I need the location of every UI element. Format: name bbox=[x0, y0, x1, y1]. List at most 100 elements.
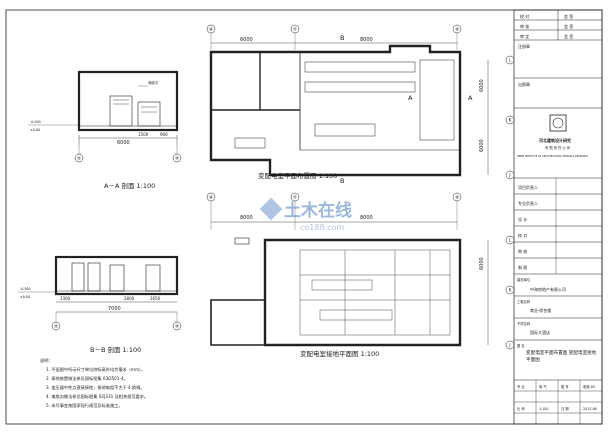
tb-subproject: 国际大酒店 bbox=[530, 329, 550, 335]
tb-foot-8: 2013.06 bbox=[583, 407, 597, 411]
svg-text:⑭: ⑭ bbox=[175, 323, 180, 330]
institute-logo-icon bbox=[549, 114, 567, 132]
section-bb-dim-2: 7000 bbox=[108, 306, 121, 312]
plan-top-axis-2: ⑰ bbox=[293, 26, 298, 33]
plan-bottom-dim-1: 8000 bbox=[240, 215, 253, 221]
plan-top: ⑯ ⑰ ⑱ 6000 8000 L K J 6000 6000 B B bbox=[206, 24, 515, 185]
section-bb-dim-3: 2800 bbox=[124, 296, 135, 301]
tb-institute-suffix: 有 限 责 任 公 司 bbox=[545, 145, 570, 150]
section-aa-tag-level2: ±0.00 bbox=[30, 128, 40, 132]
svg-text:⑭: ⑭ bbox=[175, 155, 180, 162]
plan-bottom-annex bbox=[210, 299, 266, 346]
tb-foot-5: 比 例 bbox=[517, 406, 525, 411]
tb-row1-a: 校 对 bbox=[520, 13, 529, 19]
tb-row2-a: 审 核 bbox=[520, 23, 529, 29]
section-aa-transformer bbox=[137, 101, 161, 127]
tb-subproject-label: 子项名称 bbox=[517, 321, 531, 326]
plan-bottom-axis-5: K bbox=[509, 288, 512, 293]
tb-field-5: 审 核 bbox=[518, 248, 527, 254]
section-aa-tag-level1: -0.500 bbox=[30, 120, 41, 124]
plan-bottom-dim-3: 6000 bbox=[479, 257, 485, 270]
tb-foot-6: 1:100 bbox=[539, 407, 549, 411]
tb-project-label: 工程名称 bbox=[517, 299, 531, 304]
plan-top-title: 变配电室平面布置图 1:100 bbox=[258, 171, 337, 180]
tb-field-1: 项目负责人 bbox=[518, 184, 538, 190]
plan-top-dim-2: 8000 bbox=[360, 37, 373, 43]
tb-field-3: 设 计 bbox=[518, 216, 527, 222]
watermark-sub: co188.com bbox=[300, 223, 344, 232]
tb-field-4: 校 对 bbox=[518, 232, 527, 238]
tb-seal-label: 出图章 bbox=[518, 81, 530, 87]
tb-owner-label: 建设单位 bbox=[517, 277, 531, 282]
tb-drawing-title: 变配电室平面布置图 变配电室接地平面图 bbox=[526, 351, 597, 363]
tb-row1-b: 会 签 bbox=[564, 13, 573, 19]
tb-foot-7: 日 期 bbox=[561, 406, 569, 411]
plan-top-walls bbox=[209, 44, 462, 177]
section-aa-dim-width: 6000 bbox=[117, 140, 130, 146]
plan-bottom-axis-2: ⑰ bbox=[293, 194, 298, 201]
plan-top-switchgear-row-3 bbox=[314, 123, 376, 137]
tb-project: 商业·综合楼 bbox=[530, 307, 551, 313]
plan-top-switchgear-row-1 bbox=[304, 61, 416, 73]
plan-top-switchgear-row-4 bbox=[234, 137, 266, 149]
tb-institute-en: HEBEI INSTITUTE OF ARCHITECTURAL DESIGN … bbox=[517, 155, 588, 158]
note-line-4: 4. 电缆沟做法参见国标图集 02J331 及相关规范要求。 bbox=[46, 393, 148, 400]
plan-bottom-axis-3: ⑱ bbox=[455, 194, 460, 201]
plan-top-switchgear-row-2 bbox=[304, 81, 416, 93]
plan-top-cut-4: A bbox=[468, 94, 473, 102]
section-bb-tag-2: ±0.00 bbox=[20, 295, 30, 299]
note-line-1: 1. 平面图中所示尺寸单位除标高外均为毫米（mm）。 bbox=[46, 366, 145, 373]
svg-text:⑬: ⑬ bbox=[77, 155, 82, 162]
tb-foot-1: 专 业 bbox=[517, 384, 525, 389]
section-aa-tag-cable: 电缆沟 bbox=[148, 80, 159, 85]
section-aa-switchgear bbox=[109, 95, 133, 127]
section-bb-title: B－B 剖面 1:100 bbox=[90, 345, 141, 354]
tb-foot-3: 图 号 bbox=[561, 384, 569, 389]
section-aa: 电缆沟 -0.500 ±0.00 6000 1500 900 ⑬ ⑭ A－A 剖… bbox=[28, 70, 182, 190]
plan-bottom-axis-4: L bbox=[509, 238, 512, 243]
tb-institute-name: 河北建筑设计研究 bbox=[539, 137, 571, 143]
tb-field-6: 制 图 bbox=[518, 264, 527, 270]
plan-top-dim-3: 6000 bbox=[479, 79, 485, 92]
section-aa-walls bbox=[77, 70, 179, 132]
section-bb: -0.500 ±0.00 1300 7000 2800 1650 ⑬ ⑭ B－B… bbox=[18, 255, 182, 354]
general-notes: 说明： 1. 平面图中所示尺寸单位除标高外均为毫米（mm）。 2. 接地装置做法… bbox=[40, 357, 148, 409]
plan-bottom-axis-1: ⑯ bbox=[209, 194, 214, 201]
plan-top-dim-4: 6000 bbox=[479, 139, 485, 152]
tb-owner: 中海房地产有限公司 bbox=[530, 286, 566, 292]
section-bb-walls bbox=[54, 255, 179, 296]
section-bb-tag-1: -0.500 bbox=[20, 287, 31, 291]
plan-top-axis-4: L bbox=[509, 58, 512, 63]
note-line-5: 5. 未尽事宜按国家现行规范及标准施工。 bbox=[46, 402, 123, 409]
plan-top-switchgear-column bbox=[419, 59, 455, 141]
tb-foot-2: 电 气 bbox=[539, 384, 547, 389]
plan-bottom-dim-2: 8000 bbox=[360, 215, 373, 221]
tb-drawing-label: 图 名 bbox=[517, 343, 525, 348]
plan-bottom-axis-6: J bbox=[508, 343, 510, 348]
tb-row3-b: 会 签 bbox=[564, 33, 573, 39]
plan-top-cut-1: B bbox=[340, 34, 344, 42]
tb-field-2: 专业负责人 bbox=[518, 200, 538, 206]
plan-top-axis-3: ⑱ bbox=[455, 26, 460, 33]
plan-bottom-walls bbox=[263, 238, 462, 347]
tb-row2-b: 会 签 bbox=[564, 23, 573, 29]
plan-top-axis-5: K bbox=[509, 118, 512, 123]
tb-stamp-label: 注册章 bbox=[518, 43, 530, 49]
notes-heading: 说明： bbox=[40, 357, 53, 364]
note-line-2: 2. 接地装置做法参见国标图集 03D501-4。 bbox=[46, 375, 128, 382]
section-aa-title: A－A 剖面 1:100 bbox=[104, 181, 155, 190]
plan-top-axis-1: ⑯ bbox=[209, 26, 214, 33]
plan-bottom: ⑯ ⑰ ⑱ 8000 8000 L K J 6000 变配电室接地平面图 1:1… bbox=[206, 192, 515, 358]
tb-foot-4: 电施-05 bbox=[583, 384, 595, 389]
section-aa-dim-1: 1500 bbox=[138, 132, 149, 137]
plan-bottom-ground-grid bbox=[299, 249, 451, 336]
tb-row3-a: 审 定 bbox=[520, 33, 529, 39]
svg-text:⑬: ⑬ bbox=[54, 323, 59, 330]
watermark-main: 土木在线 bbox=[284, 200, 352, 221]
note-line-3: 3. 变压器中性点直接接地，接地电阻不大于 4 欧姆。 bbox=[46, 384, 145, 391]
watermark: 土木在线 co188.com bbox=[259, 197, 352, 232]
section-bb-dim-4: 1650 bbox=[150, 296, 161, 301]
plan-bottom-title: 变配电室接地平面图 1:100 bbox=[300, 349, 379, 358]
plan-top-cut-3: A bbox=[408, 94, 413, 102]
